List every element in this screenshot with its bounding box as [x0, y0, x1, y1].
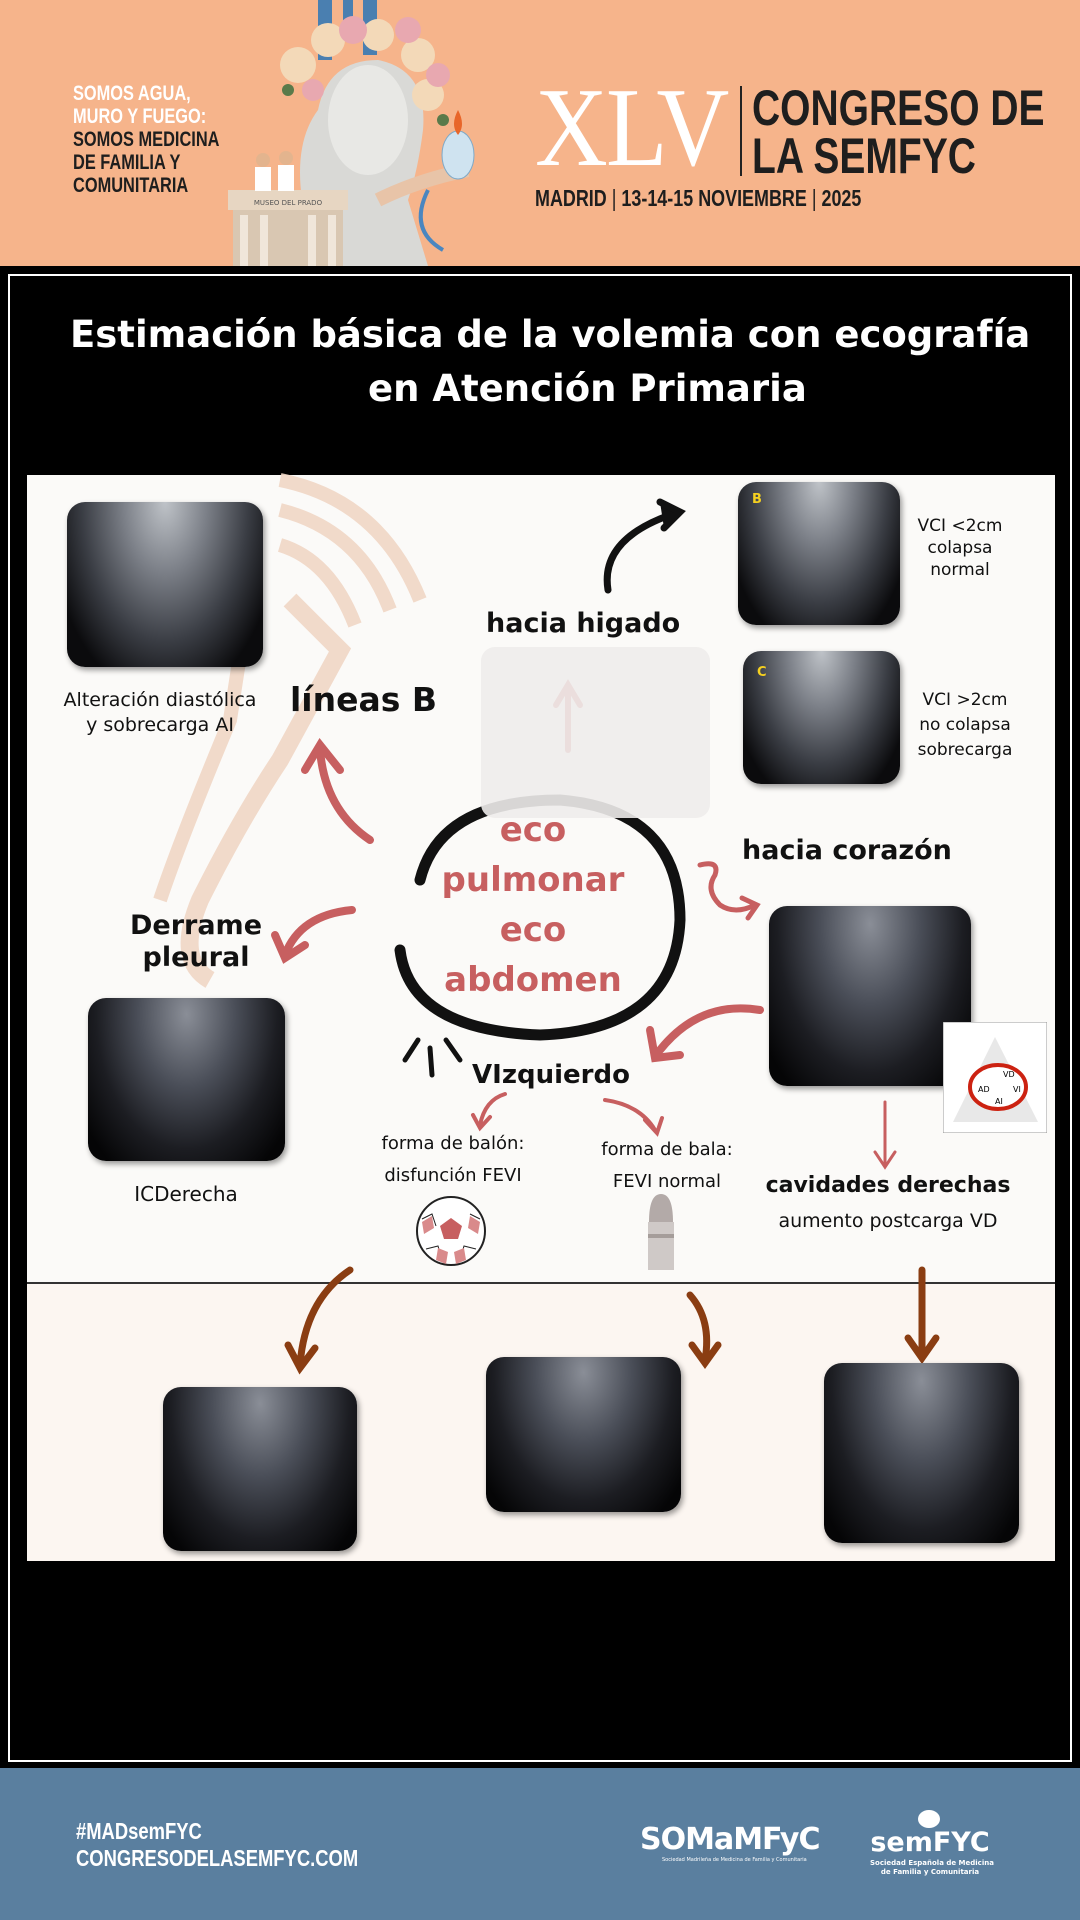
- dates: 13-14-15 NOVIEMBRE: [621, 185, 807, 211]
- arrow-to-effusion: [281, 906, 356, 959]
- effusion-caption: ICDerecha: [134, 1182, 238, 1206]
- heart-chambers-diagram: VD AD VI AI: [943, 1022, 1047, 1133]
- arrow-to-b-lines: [316, 746, 374, 844]
- edition-numeral: XLV: [535, 66, 729, 190]
- svg-text:AD: AD: [978, 1085, 990, 1094]
- caption-line: forma de balón:: [381, 1133, 525, 1154]
- center-line: eco: [499, 810, 567, 850]
- congress-title-line: CONGRESO DE: [752, 80, 1045, 136]
- pleural-effusion-image: [88, 998, 285, 1161]
- arrow-to-lv: [656, 1004, 764, 1054]
- caption-line: no colapsa: [919, 715, 1011, 735]
- center-line: pulmonar: [441, 860, 625, 900]
- probe-icon: [153, 473, 427, 988]
- right-chambers-label: cavidades derechas: [765, 1173, 1011, 1198]
- image-letter: B: [752, 492, 762, 507]
- b-lines-caption: Alteración diastólica y sobrecarga AI: [40, 688, 280, 738]
- semfyc-logo: semFYC: [870, 1827, 990, 1858]
- museum-sign: MUSEO DEL PRADO: [254, 199, 323, 207]
- caption-line: colapsa: [927, 538, 993, 558]
- semfyc-emblem-icon: [918, 1810, 940, 1828]
- heart-label: hacia corazón: [742, 835, 952, 866]
- statue-illustration: MUSEO DEL PRADO: [228, 0, 475, 266]
- somamfyc-logo: SOMaMFyC: [640, 1822, 820, 1857]
- torso-probe-image: [481, 647, 710, 818]
- liver-label: hacia higado: [486, 608, 681, 639]
- vci-normal-caption: VCI <2cm colapsa normal: [905, 515, 1015, 581]
- caption-line: forma de bala:: [601, 1139, 733, 1160]
- bullet-shape-caption: forma de bala: FEVI normal: [572, 1134, 762, 1198]
- b-lines-label: líneas B: [290, 680, 438, 719]
- caption-line: VCI >2cm: [922, 690, 1008, 710]
- label-line: pleural: [142, 942, 250, 973]
- image-letter: C: [757, 665, 767, 680]
- city: MADRID: [535, 185, 607, 211]
- brown-arrows: [284, 1266, 940, 1375]
- balloon-shape-caption: forma de balón: disfunción FEVI: [353, 1128, 553, 1192]
- somamfyc-subtitle: Sociedad Madrileña de Medicina de Famili…: [662, 1857, 807, 1863]
- b-lines-ultrasound-image: [67, 502, 263, 667]
- caption-line: FEVI normal: [612, 1171, 722, 1192]
- footer-tags: #MADsemFYC CONGRESODELASEMFYC.COM: [76, 1818, 358, 1872]
- echocardiogram-image-1: [163, 1387, 357, 1551]
- website-link[interactable]: CONGRESODELASEMFYC.COM: [76, 1845, 359, 1871]
- vci-overload-image: C: [743, 651, 900, 784]
- subtitle-line: Sociedad Española de Medicina: [870, 1859, 994, 1867]
- footer: [0, 1768, 1080, 1920]
- effusion-label: Derrame pleural: [116, 910, 276, 974]
- slogan-line: COMUNITARIA: [73, 174, 189, 197]
- congress-banner: SOMOS AGUA, MURO Y FUEGO: SOMOS MEDICINA…: [0, 0, 1080, 266]
- subcostal-heart-image: [769, 906, 971, 1086]
- congress-dates: MADRID | 13-14-15 NOVIEMBRE | 2025: [535, 185, 862, 211]
- vci-overload-caption: VCI >2cm no colapsa sobrecarga: [905, 688, 1025, 763]
- subtitle-line: de Familia y Comunitaria: [880, 1868, 980, 1876]
- poster-title-line2: en Atención Primaria: [368, 367, 807, 410]
- slogan-line: MURO Y FUEGO:: [73, 105, 207, 128]
- svg-text:AI: AI: [995, 1097, 1003, 1106]
- vci-normal-image: B: [738, 482, 900, 625]
- arrow-to-vci: [603, 498, 686, 594]
- caption-line: normal: [930, 560, 990, 580]
- center-label: eco pulmonar eco abdomen: [433, 805, 633, 1005]
- right-chambers-caption: aumento postcarga VD: [778, 1210, 998, 1232]
- label-line: Derrame: [129, 910, 263, 941]
- left-ventricle-label: VIzquierdo: [472, 1060, 630, 1090]
- slogan: SOMOS AGUA, MURO Y FUEGO: SOMOS MEDICINA…: [73, 82, 276, 197]
- year: 2025: [821, 185, 862, 211]
- semfyc-subtitle: Sociedad Española de Medicina de Familia…: [870, 1859, 994, 1877]
- poster-title-line1: Estimación básica de la volemia con ecog…: [70, 313, 1031, 356]
- svg-text:VI: VI: [1013, 1085, 1021, 1094]
- congress-title: CONGRESO DE LA SEMFYC: [752, 80, 1064, 184]
- center-line: abdomen: [444, 960, 622, 1000]
- slogan-line: DE FAMILIA Y: [73, 151, 181, 174]
- caption-line: Alteración diastólica: [63, 689, 257, 711]
- echocardiogram-image-3: [824, 1363, 1019, 1543]
- hashtag: #MADsemFYC: [76, 1818, 202, 1844]
- slogan-line: SOMOS AGUA,: [73, 82, 191, 105]
- caption-line: sobrecarga: [917, 740, 1013, 760]
- poster-border: [8, 274, 1072, 1762]
- divider: [740, 86, 742, 176]
- slogan-line: SOMOS MEDICINA: [73, 128, 220, 151]
- caption-line: disfunción FEVI: [384, 1165, 522, 1186]
- echocardiogram-image-2: [486, 1357, 681, 1512]
- congress-title-line: LA SEMFYC: [752, 128, 976, 184]
- bullet-icon: [648, 1194, 674, 1270]
- caption-line: VCI <2cm: [917, 516, 1003, 536]
- svg-text:VD: VD: [1003, 1070, 1015, 1079]
- soccer-ball-icon: [416, 1196, 486, 1266]
- arrow-to-heart: [697, 861, 758, 913]
- center-line: eco: [499, 910, 567, 950]
- caption-line: y sobrecarga AI: [86, 714, 234, 736]
